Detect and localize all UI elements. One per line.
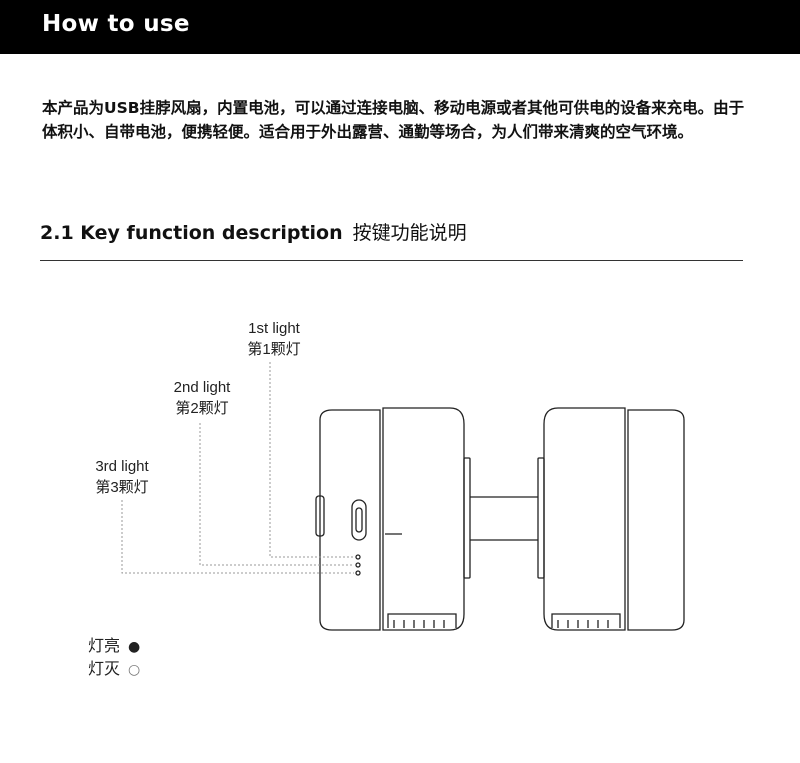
section-heading-zh: 按键功能说明: [352, 222, 467, 244]
right-body: [543, 407, 626, 631]
usb-c-port: [351, 499, 367, 541]
intro-paragraph: 本产品为USB挂脖风扇，内置电池，可以通过连接电脑、移动电源或者其他可供电的设备…: [42, 99, 745, 141]
indicator-light-1: [355, 554, 361, 560]
light-1-label: 1st light 第1颗灯: [234, 318, 314, 360]
light-1-label-en: 1st light: [248, 320, 300, 337]
legend-on: 灯亮 ●: [88, 632, 140, 656]
left-body: [382, 407, 465, 631]
light-3-label-zh: 第3颗灯: [95, 479, 149, 496]
header-bar: How to use: [0, 0, 800, 54]
section-divider: [40, 260, 743, 261]
hollow-dot-icon: ○: [128, 662, 141, 678]
section-heading-en: 2.1 Key function description: [40, 222, 343, 244]
legend-on-label: 灯亮: [88, 636, 121, 655]
left-ring: [463, 457, 471, 579]
indicator-light-3: [355, 570, 361, 576]
legend-off: 灯灭 ○: [88, 655, 140, 679]
section-heading: 2.1 Key function description 按键功能说明: [40, 218, 467, 245]
right-vent: [551, 613, 621, 628]
header-title: How to use: [42, 11, 190, 37]
light-3-label: 3rd light 第3颗灯: [82, 456, 162, 498]
light-3-label-en: 3rd light: [95, 458, 149, 475]
right-ring: [537, 457, 545, 579]
filled-dot-icon: ●: [128, 639, 141, 655]
left-end-cap: [319, 409, 381, 631]
light-2-label: 2nd light 第2颗灯: [160, 377, 244, 419]
indicator-light-2: [355, 562, 361, 568]
leader-line-2: [199, 423, 354, 566]
leader-line-3: [121, 500, 354, 574]
leader-line-1: [269, 362, 354, 558]
legend-off-label: 灯灭: [88, 659, 121, 678]
right-end-cap: [627, 409, 685, 631]
side-button: [315, 495, 325, 537]
left-vent: [387, 613, 457, 628]
light-1-label-zh: 第1颗灯: [247, 341, 301, 358]
light-2-label-zh: 第2颗灯: [175, 400, 229, 417]
light-2-label-en: 2nd light: [173, 379, 231, 396]
